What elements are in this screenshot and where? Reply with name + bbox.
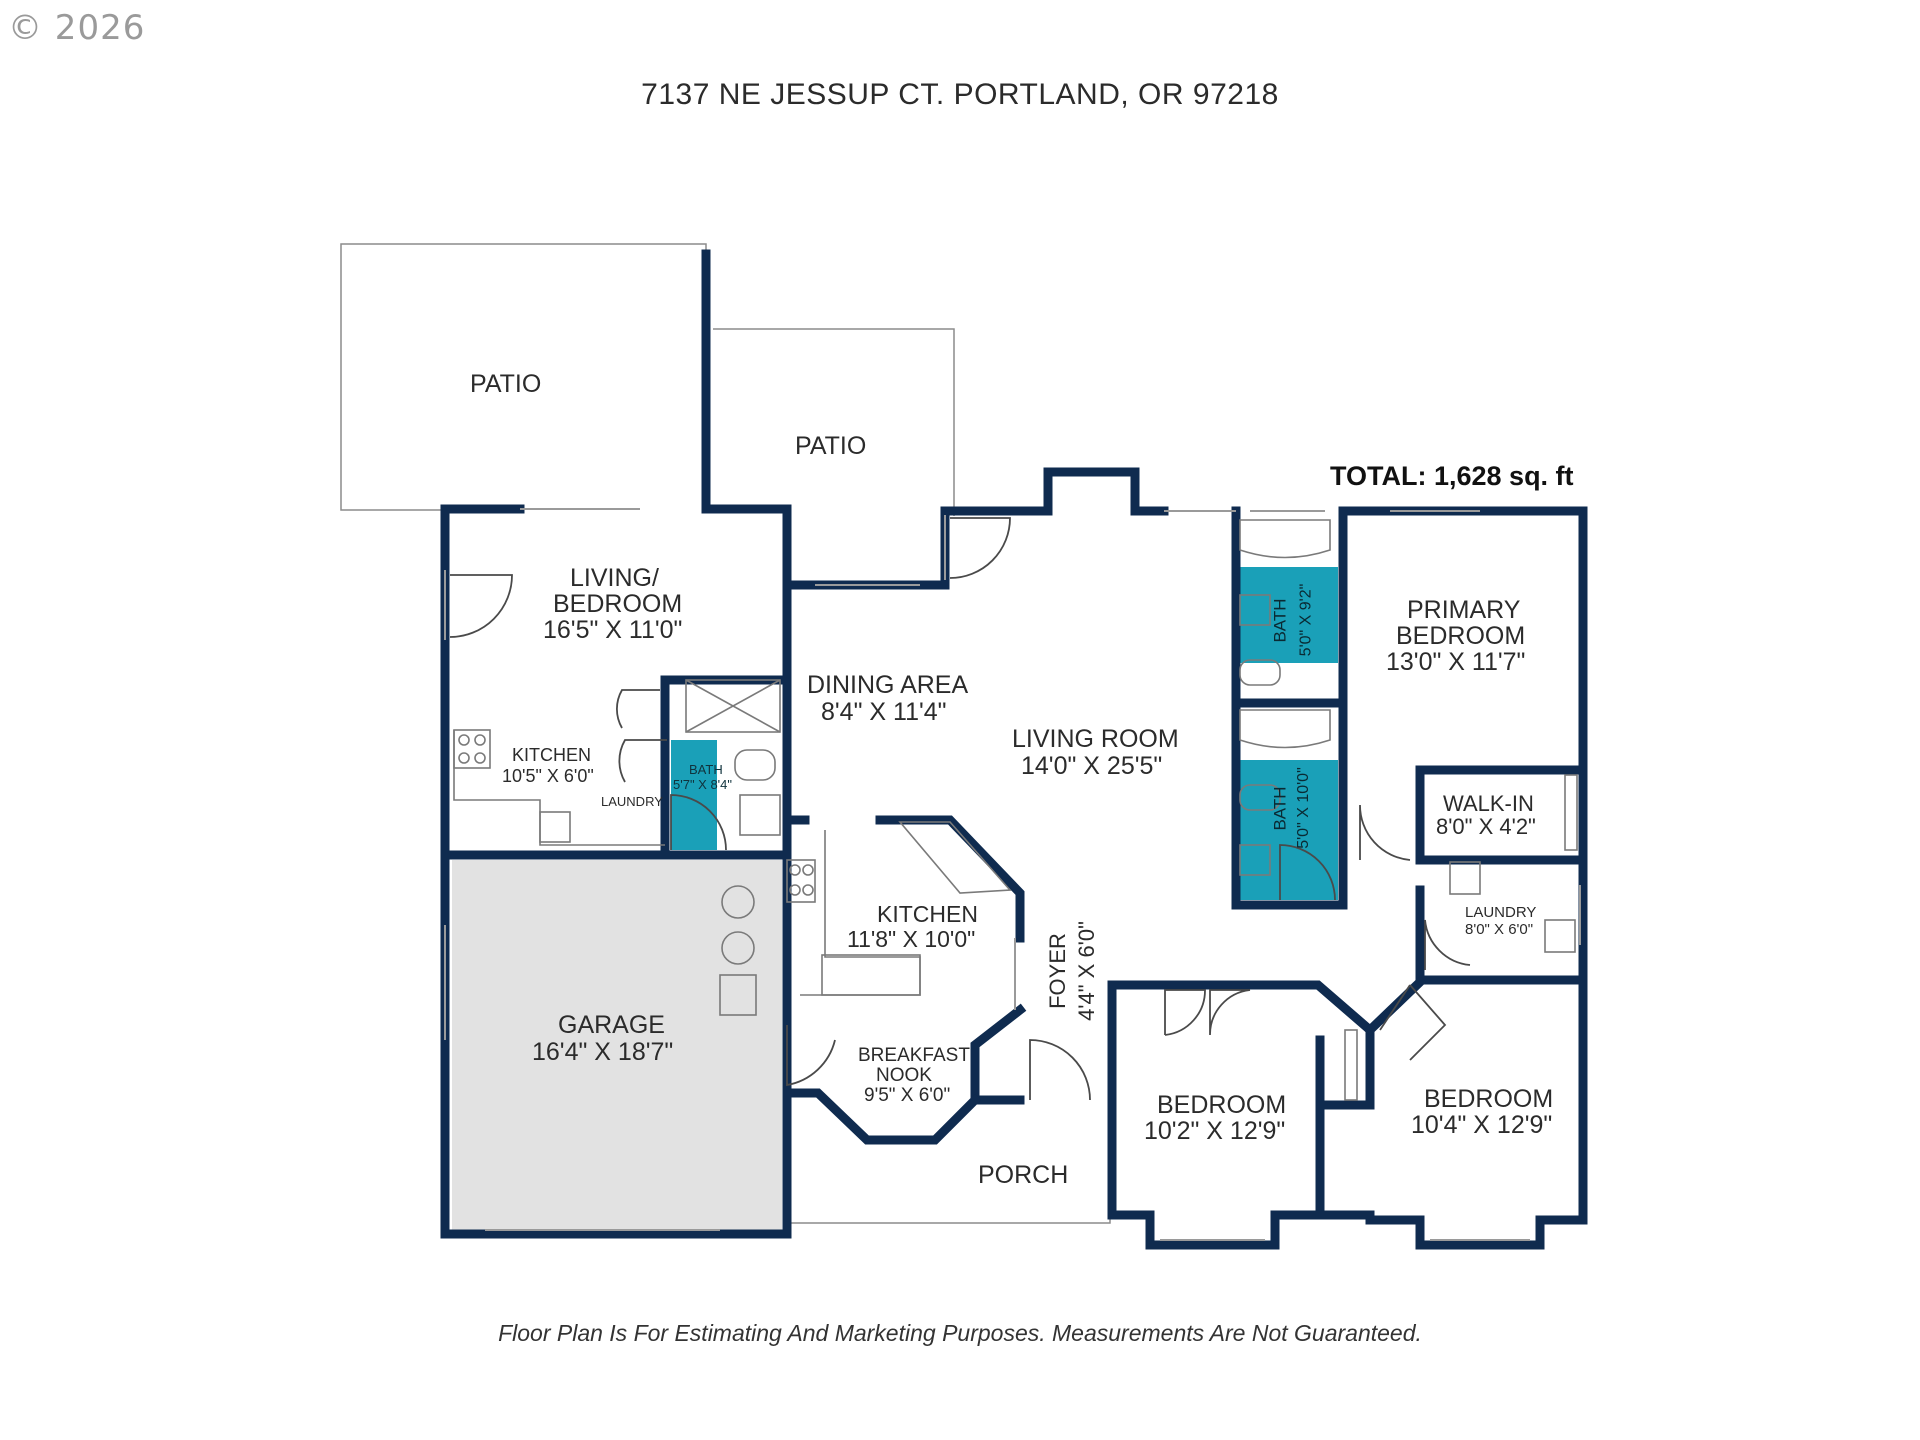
label-bath-upper: BATH — [1270, 598, 1290, 643]
dim-living-bedroom: 16'5" X 11'0" — [543, 616, 683, 644]
sink-small — [539, 811, 571, 843]
label-bath-lower: BATH — [1270, 786, 1290, 831]
dim-foyer: 4'4" X 6'0" — [1073, 921, 1099, 1021]
dim-bath-upper: 5'0" X 9'2" — [1297, 583, 1315, 657]
dim-bath-lower: 5'0" X 10'0" — [1294, 767, 1312, 849]
bath-fills — [671, 567, 1338, 900]
dim-breakfast-nook: 9'5" X 6'0" — [864, 1085, 951, 1106]
disclaimer: Floor Plan Is For Estimating And Marketi… — [498, 1320, 1422, 1346]
dim-laundry: 8'0" X 6'0" — [1465, 921, 1534, 938]
label-laundry-small: LAUNDRY — [601, 794, 663, 809]
label-primary-bedroom-1: PRIMARY — [1407, 596, 1521, 624]
washer — [1449, 861, 1481, 895]
dim-bedroom-right: 10'4" X 12'9" — [1411, 1111, 1553, 1139]
toilet-upper — [1239, 659, 1281, 686]
label-patio-left: PATIO — [470, 370, 542, 398]
tub-lower — [1239, 709, 1331, 749]
dim-living-room: 14'0" X 25'5" — [1021, 752, 1163, 780]
dim-dining: 8'4" X 11'4" — [821, 698, 947, 726]
dim-garage: 16'4" X 18'7" — [532, 1038, 674, 1066]
sink-lower — [1239, 844, 1271, 876]
label-patio-right: PATIO — [795, 432, 867, 460]
label-porch: PORCH — [978, 1161, 1069, 1189]
label-living-bedroom-1: LIVING/ — [570, 564, 659, 592]
label-laundry: LAUNDRY — [1465, 904, 1537, 921]
dim-bedroom-mid: 10'2" X 12'9" — [1144, 1117, 1286, 1145]
patio-left-outline — [340, 243, 707, 511]
bath-upper-fill — [1234, 567, 1338, 663]
label-dining: DINING AREA — [807, 671, 969, 699]
stove-main — [786, 859, 816, 903]
label-breakfast-nook-1: BREAKFAST — [858, 1045, 970, 1066]
total-area: TOTAL: 1,628 sq. ft — [1330, 461, 1574, 491]
label-kitchen: KITCHEN — [877, 901, 978, 927]
windows — [444, 508, 1581, 1241]
label-kitchen-small: KITCHEN — [512, 745, 592, 765]
closet-rod — [1344, 1029, 1358, 1101]
label-bedroom-mid: BEDROOM — [1157, 1091, 1287, 1119]
patio-right-outline — [713, 328, 955, 516]
laundry-sink — [1544, 919, 1576, 953]
copyright-mark: © 2026 — [8, 8, 146, 48]
label-bath-small: BATH — [689, 762, 723, 777]
dim-primary-bedroom: 13'0" X 11'7" — [1386, 648, 1526, 676]
dim-bath-small: 5'7" X 8'4" — [673, 777, 733, 792]
bath-lower-fill — [1234, 760, 1338, 900]
stove-small — [453, 729, 491, 769]
tub-upper — [1239, 519, 1331, 559]
shelf-walkin — [1564, 774, 1578, 851]
water-heater-1 — [721, 885, 755, 919]
label-living-room: LIVING ROOM — [1012, 725, 1179, 753]
shower-small — [685, 679, 781, 733]
vanity-small — [739, 794, 781, 836]
door-swings — [449, 517, 1471, 1101]
walls — [440, 249, 1588, 1250]
garage-floor — [452, 860, 782, 1230]
toilet-small — [734, 749, 776, 781]
label-breakfast-nook-2: NOOK — [876, 1065, 932, 1086]
label-walk-in: WALK-IN — [1443, 791, 1534, 816]
label-garage: GARAGE — [558, 1011, 665, 1039]
sink-upper — [1239, 594, 1271, 626]
island — [821, 954, 921, 996]
corner-counter — [898, 821, 1012, 894]
toilet-lower — [1239, 784, 1281, 811]
fixtures — [453, 519, 1578, 1101]
label-living-bedroom-2: BEDROOM — [553, 590, 683, 618]
dim-kitchen: 11'8" X 10'0" — [847, 926, 976, 952]
label-foyer: FOYER — [1044, 933, 1070, 1009]
label-primary-bedroom-2: BEDROOM — [1396, 622, 1526, 650]
appliance — [719, 974, 757, 1016]
property-address: 7137 NE JESSUP CT. PORTLAND, OR 97218 — [641, 78, 1279, 111]
dim-walk-in: 8'0" X 4'2" — [1436, 814, 1536, 839]
water-heater-2 — [721, 931, 755, 965]
dim-kitchen-small: 10'5" X 6'0" — [502, 766, 594, 786]
label-bedroom-right: BEDROOM — [1424, 1085, 1554, 1113]
